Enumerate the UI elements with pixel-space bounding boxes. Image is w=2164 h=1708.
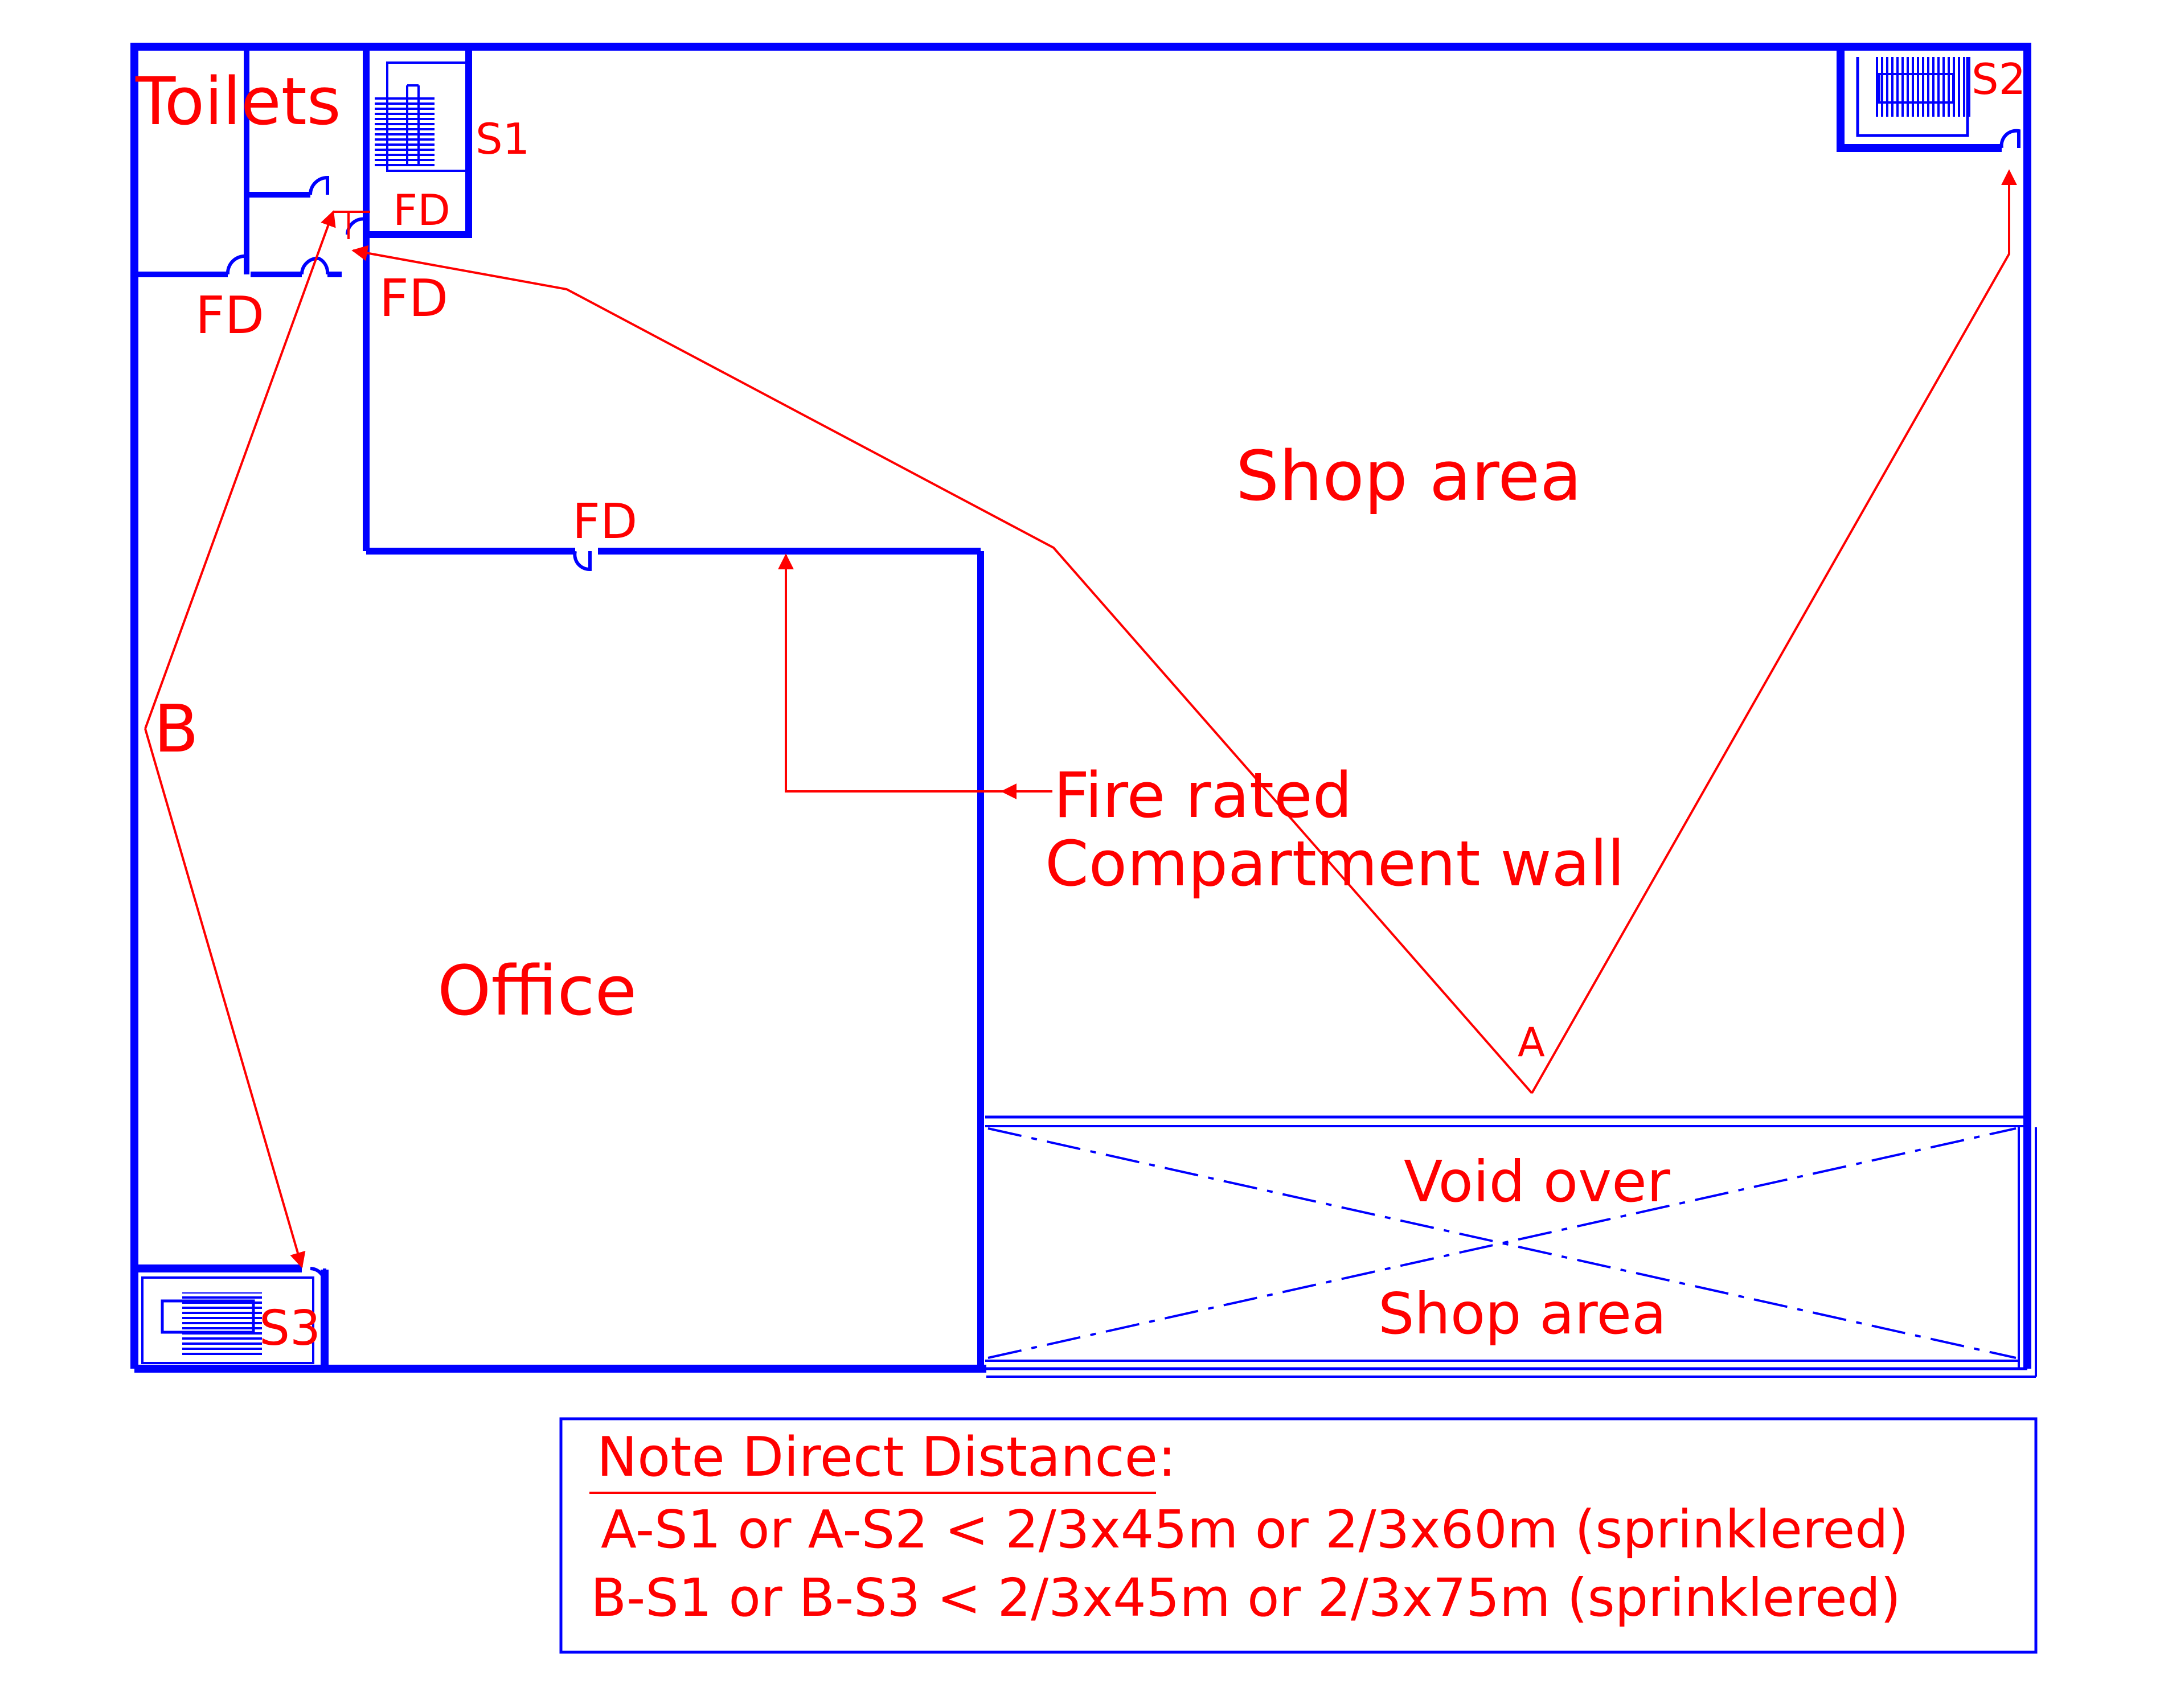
office-label: Office	[437, 952, 637, 1031]
stair-s3-label: S3	[259, 1300, 321, 1357]
void-area	[985, 1115, 2027, 1369]
stair-s2	[1837, 47, 2002, 152]
fd-label-office: FD	[572, 494, 637, 550]
point-a-label: A	[1518, 1019, 1545, 1066]
travel-paths	[144, 169, 2017, 1268]
wall-callout-line1: Fire rated	[1054, 759, 1352, 832]
outer-walls	[130, 43, 2037, 1378]
route-b-s1	[144, 210, 336, 729]
fd-label-s1: FD	[393, 185, 450, 235]
note-line1: A-S1 or A-S2 < 2/3x45m or 2/3x60m (sprin…	[601, 1499, 1909, 1560]
door-s3	[310, 1267, 326, 1284]
stair-s1	[363, 43, 472, 238]
note-box: Note Direct Distance: A-S1 or A-S2 < 2/3…	[559, 1417, 2038, 1654]
route-a-s2	[1531, 169, 2017, 1094]
note-frame	[559, 1417, 2038, 1654]
route-a-s1	[351, 245, 1533, 1094]
toilets-label: Toilets	[135, 64, 341, 140]
door-office	[573, 551, 592, 572]
stair-s1-label: S1	[476, 114, 530, 164]
point-b-label: B	[154, 691, 199, 767]
fd-label-toilet: FD	[195, 286, 264, 346]
void-label-line2: Shop area	[1378, 1280, 1666, 1347]
note-line2: B-S1 or B-S3 < 2/3x45m or 2/3x75m (sprin…	[591, 1567, 1901, 1628]
stair-s3	[134, 1264, 314, 1364]
labels: Toilets S1 S2 S3 FD FD FD FD Shop area O…	[135, 54, 2026, 1357]
office-walls	[321, 235, 984, 1372]
note-title: Note Direct Distance:	[597, 1426, 1176, 1489]
wall-callout-line2: Compartment wall	[1045, 827, 1625, 900]
fd-label-corridor: FD	[379, 269, 448, 329]
wall-callout-leader	[778, 553, 1052, 793]
void-label-line1: Void over	[1404, 1148, 1671, 1215]
shop-area-label: Shop area	[1236, 437, 1582, 516]
door-s2	[1999, 129, 2020, 149]
door-toilet	[226, 254, 248, 275]
door-lobby	[300, 256, 330, 275]
door-upper	[309, 175, 329, 195]
route-b-s3	[144, 728, 306, 1268]
stair-s2-label: S2	[1972, 54, 2026, 104]
